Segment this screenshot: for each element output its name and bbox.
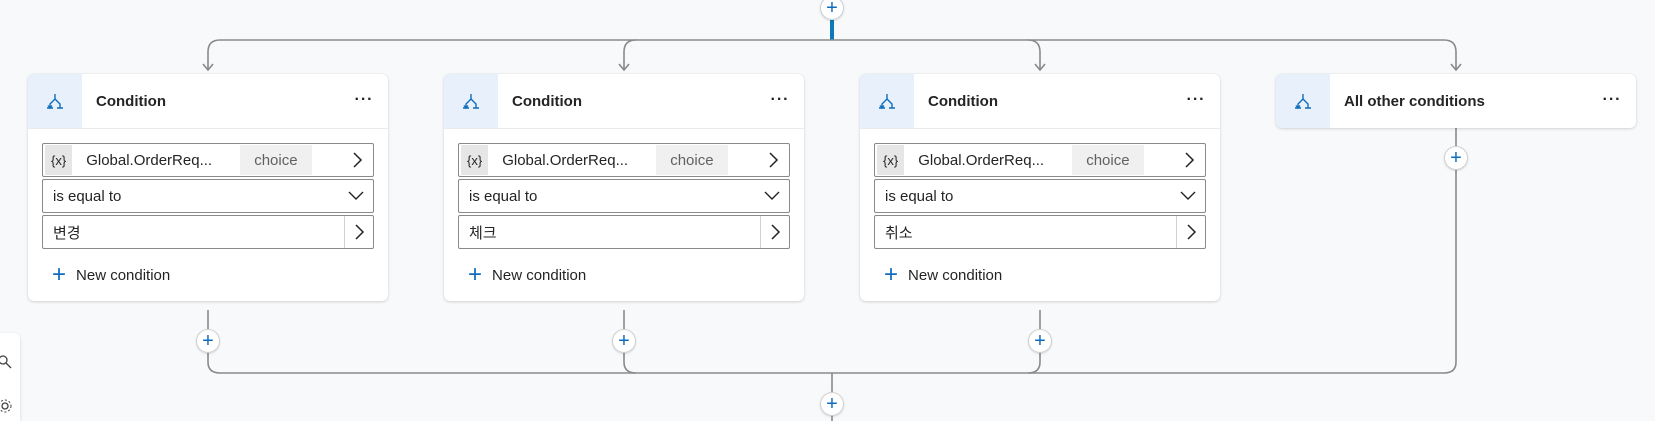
card-body: {x} Global.OrderReq... choice is equal t… bbox=[28, 128, 388, 301]
new-condition-button[interactable]: + New condition bbox=[874, 261, 1206, 289]
card-title: All other conditions bbox=[1344, 92, 1485, 110]
chevron-right-icon bbox=[1187, 224, 1197, 240]
condition-card-1[interactable]: Condition ··· {x} Global.OrderReq... cho… bbox=[28, 74, 388, 301]
chevron-right-icon bbox=[353, 152, 363, 168]
variable-name: Global.OrderReq... bbox=[918, 151, 1045, 169]
operator-dropdown[interactable]: is equal to bbox=[874, 179, 1206, 213]
value-expand-button[interactable] bbox=[1176, 216, 1205, 248]
value-input[interactable]: 변경 bbox=[42, 215, 374, 249]
more-options-icon[interactable]: ··· bbox=[354, 91, 374, 108]
operator-value: is equal to bbox=[469, 187, 538, 205]
variable-name: Global.OrderReq... bbox=[86, 151, 213, 169]
operator-value: is equal to bbox=[53, 187, 122, 205]
new-condition-label: New condition bbox=[76, 266, 171, 284]
add-node-bottom-button[interactable]: + bbox=[820, 392, 844, 416]
card-header: Condition ··· bbox=[28, 74, 388, 128]
value-expand-button[interactable] bbox=[344, 216, 373, 248]
more-options-icon[interactable]: ··· bbox=[770, 91, 790, 108]
add-node-branch-4-button[interactable]: + bbox=[1444, 146, 1468, 170]
add-icon: + bbox=[468, 261, 483, 288]
variable-selector[interactable]: {x} Global.OrderReq... choice bbox=[874, 143, 1206, 177]
condition-card-2[interactable]: Condition ··· {x} Global.OrderReq... cho… bbox=[444, 74, 804, 301]
card-header: All other conditions ··· bbox=[1276, 74, 1636, 128]
add-icon: + bbox=[884, 261, 899, 288]
operator-dropdown[interactable]: is equal to bbox=[42, 179, 374, 213]
value-text: 변경 bbox=[53, 224, 81, 242]
all-other-conditions-card[interactable]: All other conditions ··· bbox=[1276, 74, 1636, 128]
card-body: {x} Global.OrderReq... choice is equal t… bbox=[444, 128, 804, 301]
variable-selector[interactable]: {x} Global.OrderReq... choice bbox=[458, 143, 790, 177]
new-condition-label: New condition bbox=[908, 266, 1003, 284]
chevron-down-icon bbox=[348, 191, 364, 200]
side-toolbar bbox=[0, 333, 20, 421]
branch-icon bbox=[860, 74, 914, 128]
value-text: 체크 bbox=[469, 224, 497, 242]
add-node-branch-3-button[interactable]: + bbox=[1028, 329, 1052, 353]
value-text: 취소 bbox=[885, 224, 913, 242]
settings-icon[interactable] bbox=[0, 399, 12, 413]
variable-icon: {x} bbox=[877, 145, 905, 175]
add-icon: + bbox=[52, 261, 67, 288]
chevron-right-icon bbox=[769, 152, 779, 168]
new-condition-button[interactable]: + New condition bbox=[458, 261, 790, 289]
chevron-down-icon bbox=[764, 191, 780, 200]
operator-dropdown[interactable]: is equal to bbox=[458, 179, 790, 213]
value-expand-button[interactable] bbox=[760, 216, 789, 248]
branch-icon bbox=[28, 74, 82, 128]
new-condition-button[interactable]: + New condition bbox=[42, 261, 374, 289]
branch-icon bbox=[1276, 74, 1330, 128]
new-condition-label: New condition bbox=[492, 266, 587, 284]
zoom-icon[interactable] bbox=[0, 355, 12, 369]
value-input[interactable]: 체크 bbox=[458, 215, 790, 249]
card-header: Condition ··· bbox=[860, 74, 1220, 128]
chevron-down-icon bbox=[1180, 191, 1196, 200]
operator-value: is equal to bbox=[885, 187, 954, 205]
variable-type-badge: choice bbox=[656, 145, 728, 175]
card-title: Condition bbox=[512, 92, 582, 110]
value-input[interactable]: 취소 bbox=[874, 215, 1206, 249]
variable-name: Global.OrderReq... bbox=[502, 151, 629, 169]
variable-icon: {x} bbox=[45, 145, 73, 175]
variable-icon: {x} bbox=[461, 145, 489, 175]
chevron-right-icon bbox=[771, 224, 781, 240]
add-node-branch-1-button[interactable]: + bbox=[196, 329, 220, 353]
add-node-branch-2-button[interactable]: + bbox=[612, 329, 636, 353]
card-body: {x} Global.OrderReq... choice is equal t… bbox=[860, 128, 1220, 301]
chevron-right-icon bbox=[1185, 152, 1195, 168]
card-header: Condition ··· bbox=[444, 74, 804, 128]
more-options-icon[interactable]: ··· bbox=[1602, 91, 1622, 108]
branch-icon bbox=[444, 74, 498, 128]
more-options-icon[interactable]: ··· bbox=[1186, 91, 1206, 108]
card-title: Condition bbox=[96, 92, 166, 110]
card-title: Condition bbox=[928, 92, 998, 110]
chevron-right-icon bbox=[355, 224, 365, 240]
variable-type-badge: choice bbox=[1072, 145, 1144, 175]
condition-card-3[interactable]: Condition ··· {x} Global.OrderReq... cho… bbox=[860, 74, 1220, 301]
add-node-top-button[interactable]: + bbox=[820, 0, 844, 20]
variable-type-badge: choice bbox=[240, 145, 312, 175]
variable-selector[interactable]: {x} Global.OrderReq... choice bbox=[42, 143, 374, 177]
